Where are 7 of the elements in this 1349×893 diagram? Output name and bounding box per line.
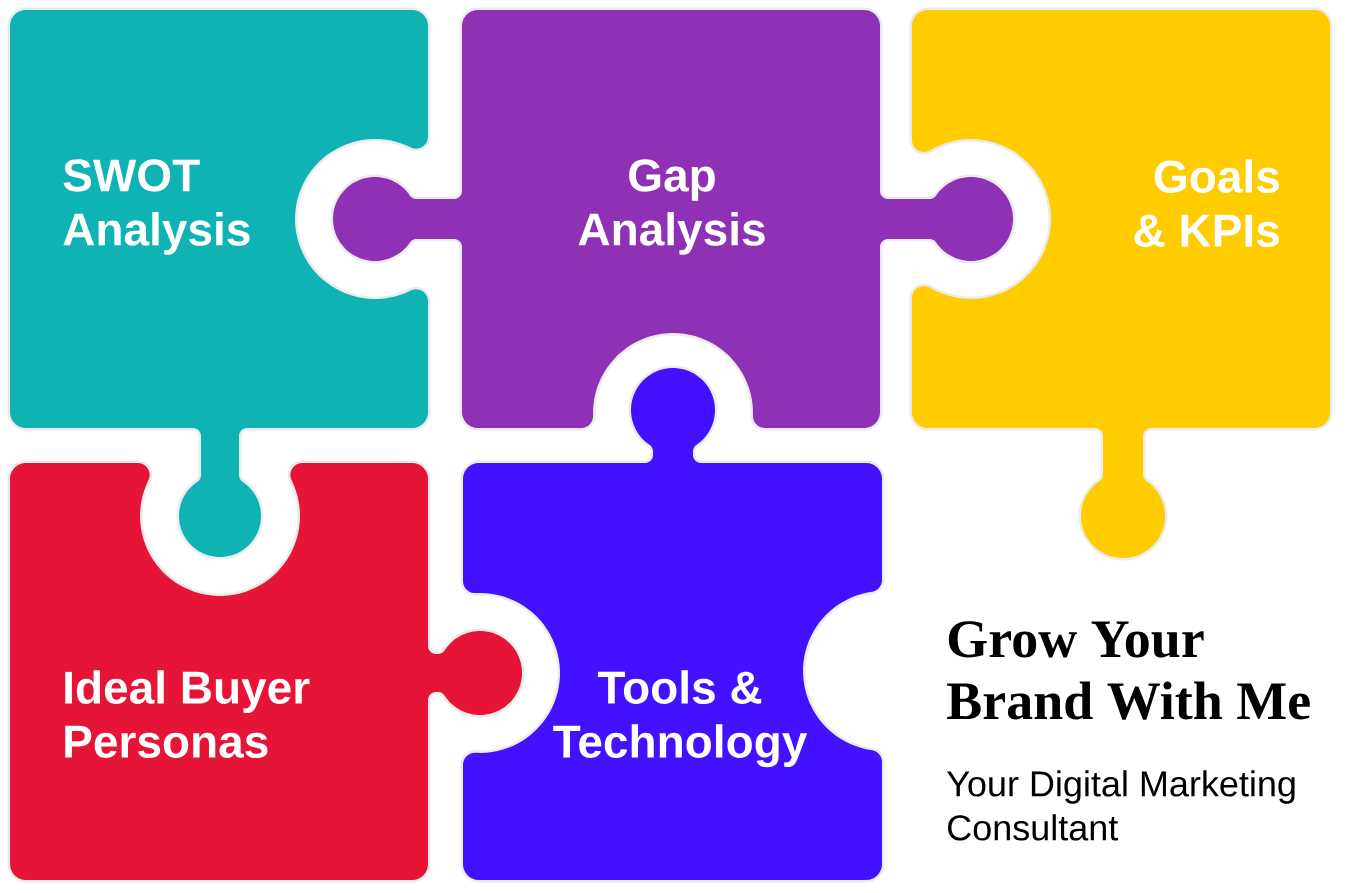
puzzle-piece: Ideal Buyer Personas xyxy=(7,460,525,883)
puzzle-piece: Goals & KPIs xyxy=(909,7,1333,561)
title: Grow Your Brand With Me xyxy=(947,621,1310,720)
puzzle-piece: SWOT Analysis xyxy=(7,7,431,560)
puzzle-piece: Tools & Technology xyxy=(460,365,885,883)
puzzle-piece: Gap Analysis xyxy=(330,7,1016,431)
subtitle: Your Digital Marketing Consultant xyxy=(947,770,1295,841)
